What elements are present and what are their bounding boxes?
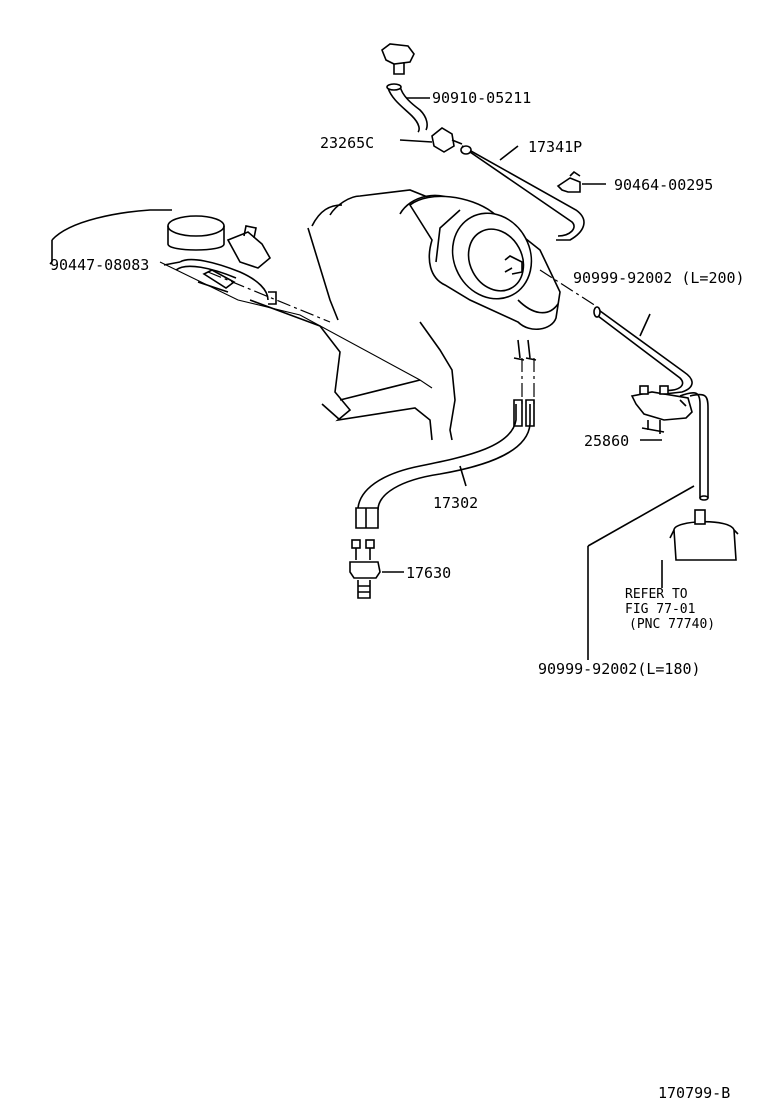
canister-body xyxy=(408,195,561,361)
clip-90464 xyxy=(556,170,606,193)
valve-23265c xyxy=(399,127,463,153)
refer-line-3: (PNC 77740) xyxy=(629,617,715,632)
figure-id: 170799-B xyxy=(658,1084,730,1102)
top-cap xyxy=(381,43,415,75)
hose-90910 xyxy=(386,83,428,133)
left-connector-assembly xyxy=(175,225,277,305)
refer-line-2: FIG 77-01 xyxy=(625,602,695,617)
label-90910-05211: 90910-05211 xyxy=(432,89,531,107)
hose-90999-l180 xyxy=(587,391,709,660)
label-90447-08083: 90447-08083 xyxy=(50,256,149,274)
refer-line-1: REFER TO xyxy=(625,587,688,602)
label-90464-00295: 90464-00295 xyxy=(614,176,713,194)
reference-canister xyxy=(661,509,739,588)
label-90999-92002-l180: 90999-92002(L=180) xyxy=(538,660,701,678)
label-17302: 17302 xyxy=(433,494,478,512)
hose-17341p xyxy=(460,145,585,241)
leader-lines xyxy=(49,97,430,266)
hose-17302 xyxy=(355,399,535,529)
dashed-leaders xyxy=(207,269,597,404)
label-17341p: 17341P xyxy=(528,138,582,156)
label-25860: 25860 xyxy=(584,432,629,450)
sensor-17630 xyxy=(349,539,404,599)
engine-block xyxy=(51,189,471,441)
filler-cap xyxy=(167,215,225,251)
hose-90999-l200 xyxy=(593,306,693,395)
label-90999-92002-l200: 90999-92002 (L=200) xyxy=(573,269,745,287)
label-23265c: 23265C xyxy=(320,134,374,152)
label-17630: 17630 xyxy=(406,564,451,582)
vsv-25860 xyxy=(630,385,693,441)
